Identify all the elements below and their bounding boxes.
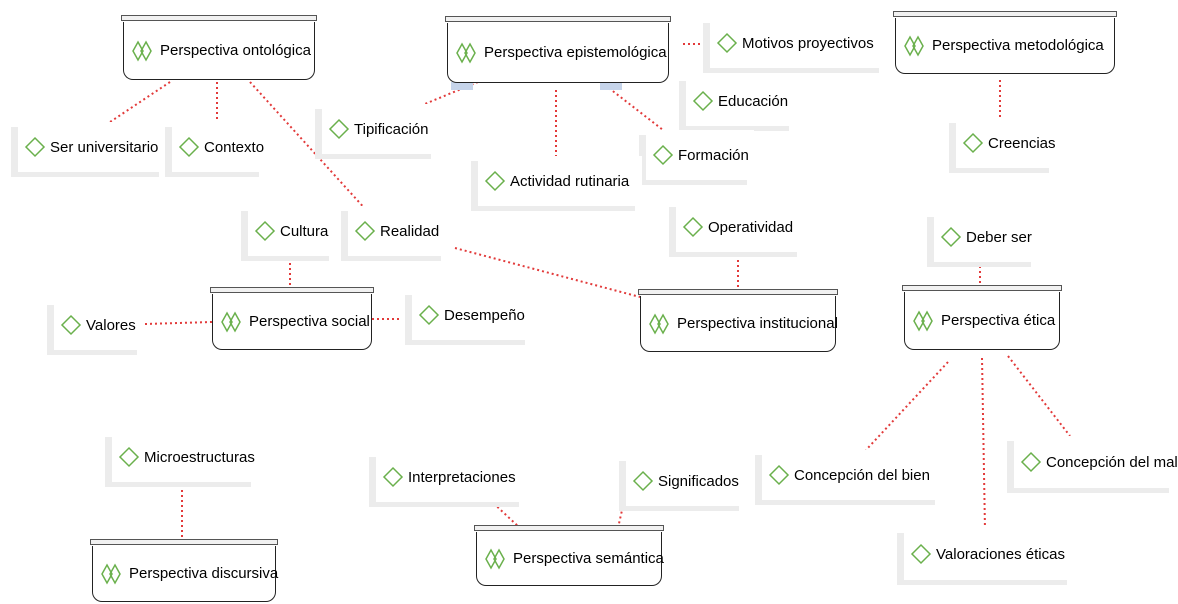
diamond-icon [910, 543, 932, 565]
code-actividad-rutinaria[interactable]: Actividad rutinaria [478, 156, 642, 206]
code-label: Microestructuras [144, 448, 255, 466]
selection-handle [600, 82, 622, 90]
group-perspectiva-metodologica[interactable]: Perspectiva metodológica [893, 11, 1117, 74]
link [109, 81, 171, 123]
group-perspectiva-institucional[interactable]: Perspectiva institucional [638, 289, 838, 352]
group-label: Perspectiva institucional [677, 315, 838, 332]
diamond-icon [382, 466, 404, 488]
code-label: Valoraciones éticas [936, 545, 1065, 563]
double-diamond-icon [221, 310, 245, 333]
link [617, 496, 626, 529]
group-label: Perspectiva epistemológica [484, 44, 667, 61]
group-label: Perspectiva metodológica [932, 37, 1104, 54]
code-label: Ser universitario [50, 138, 159, 156]
group-label: Perspectiva social [249, 313, 370, 330]
diamond-icon [354, 220, 376, 242]
double-diamond-icon [649, 312, 673, 335]
diamond-icon [632, 470, 654, 492]
group-perspectiva-discursiva[interactable]: Perspectiva discursiva [90, 539, 279, 602]
code-label: Interpretaciones [408, 468, 516, 486]
diamond-icon [328, 118, 350, 140]
diamond-icon [24, 136, 46, 158]
code-concepcion-del-bien[interactable]: Concepción del bien [762, 450, 942, 500]
diamond-icon [60, 314, 82, 336]
code-valores[interactable]: Valores [54, 300, 144, 350]
code-label: Actividad rutinaria [510, 172, 630, 190]
diamond-icon [178, 136, 200, 158]
code-label: Creencias [988, 134, 1056, 152]
diamond-icon [682, 216, 704, 238]
diamond-icon [768, 464, 790, 486]
code-label: Concepción del mal [1046, 453, 1178, 471]
code-operatividad[interactable]: Operatividad [676, 202, 804, 252]
group-label: Perspectiva discursiva [129, 565, 279, 582]
code-desempeno[interactable]: Desempeño [412, 290, 532, 340]
code-realidad[interactable]: Realidad [348, 206, 448, 256]
diamond-icon [940, 226, 962, 248]
link [249, 81, 369, 213]
double-diamond-icon [904, 34, 928, 57]
code-microestructuras[interactable]: Microestructuras [112, 432, 258, 482]
code-formacion[interactable]: Formación [646, 130, 754, 180]
group-perspectiva-etica[interactable]: Perspectiva ética [902, 285, 1062, 350]
double-diamond-icon [132, 39, 156, 62]
diamond-icon [652, 144, 674, 166]
code-label: Desempeño [444, 306, 525, 324]
group-label: Perspectiva ontológica [160, 42, 311, 59]
code-motivos-proyectivos[interactable]: Motivos proyectivos [710, 18, 886, 68]
code-label: Educación [718, 92, 789, 110]
code-significados[interactable]: Significados [626, 456, 746, 506]
link [1007, 355, 1071, 437]
double-diamond-icon [485, 547, 509, 570]
double-diamond-icon [913, 309, 937, 332]
code-concepcion-del-mal[interactable]: Concepción del mal [1014, 436, 1178, 488]
code-label: Cultura [280, 222, 329, 240]
code-interpretaciones[interactable]: Interpretaciones [376, 452, 526, 502]
code-label: Deber ser [966, 228, 1032, 246]
code-deber-ser[interactable]: Deber ser [934, 212, 1038, 262]
code-label: Significados [658, 472, 739, 490]
group-perspectiva-ontologica[interactable]: Perspectiva ontológica [121, 15, 317, 80]
code-tipificacion[interactable]: Tipificación [322, 104, 438, 154]
diamond-icon [418, 304, 440, 326]
code-label: Contexto [204, 138, 265, 156]
code-label: Operatividad [708, 218, 794, 236]
code-label: Realidad [380, 222, 440, 240]
code-label: Tipificación [354, 120, 429, 138]
double-diamond-icon [456, 41, 480, 64]
group-perspectiva-epistemologica[interactable]: Perspectiva epistemológica [445, 16, 671, 83]
link [604, 84, 664, 131]
link [865, 361, 949, 451]
diamond-icon [692, 90, 714, 112]
code-educacion[interactable]: Educación [686, 76, 796, 126]
group-label: Perspectiva ética [941, 312, 1056, 329]
diamond-icon [118, 446, 140, 468]
code-ser-universitario[interactable]: Ser universitario [18, 122, 166, 172]
code-valoraciones-eticas[interactable]: Valoraciones éticas [904, 528, 1074, 580]
code-label: Motivos proyectivos [742, 34, 874, 52]
diamond-icon [1020, 451, 1042, 473]
code-label: Valores [86, 316, 136, 334]
code-creencias[interactable]: Creencias [956, 118, 1056, 168]
diamond-icon [962, 132, 984, 154]
link [454, 247, 641, 298]
selection-handle [451, 82, 473, 90]
link [489, 499, 521, 529]
diamond-icon [716, 32, 738, 54]
code-cultura[interactable]: Cultura [248, 206, 336, 256]
group-perspectiva-social[interactable]: Perspectiva social [210, 287, 374, 350]
diamond-icon [484, 170, 506, 192]
group-label: Perspectiva semántica [513, 550, 664, 567]
double-diamond-icon [101, 562, 125, 585]
code-label: Formación [678, 146, 749, 164]
link [144, 321, 213, 325]
diamond-icon [254, 220, 276, 242]
code-label: Concepción del bien [794, 466, 930, 484]
link [981, 357, 986, 531]
code-contexto[interactable]: Contexto [172, 122, 266, 172]
group-perspectiva-semantica[interactable]: Perspectiva semántica [474, 525, 664, 586]
